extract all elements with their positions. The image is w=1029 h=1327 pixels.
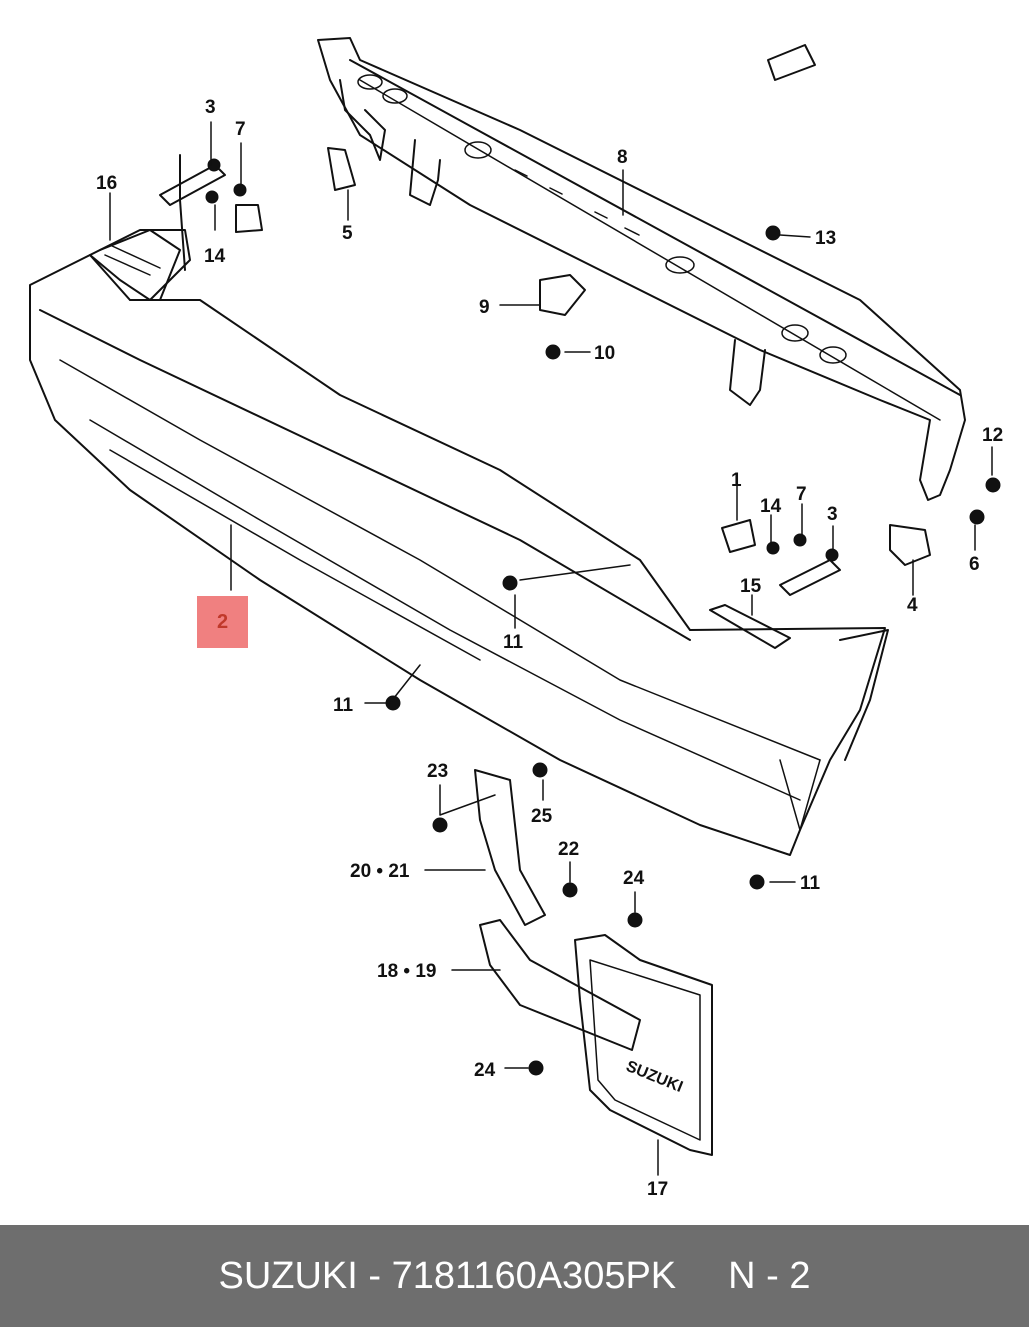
pad-15 — [709, 604, 791, 649]
mud-flap: SUZUKI — [574, 934, 713, 1156]
label-18-19: 18 • 19 — [377, 961, 436, 982]
fastener-top-right — [767, 44, 816, 81]
label-14-right: 14 — [760, 496, 782, 517]
label-15: 15 — [740, 576, 762, 597]
bracket-4 — [889, 524, 931, 566]
label-13: 13 — [815, 228, 836, 249]
bracket-16 — [89, 229, 191, 301]
highlight-box — [197, 596, 248, 648]
label-4: 4 — [907, 595, 918, 616]
footer-part-number: SUZUKI - 7181160A305PK — [218, 1254, 677, 1297]
exploded-parts-diagram: SUZUKI 3 7 16 14 — [29, 37, 1003, 1200]
stay-bracket-right — [721, 519, 841, 596]
label-24-top: 24 — [623, 868, 645, 889]
label-7-top: 7 — [235, 119, 246, 140]
label-11-right: 11 — [800, 873, 821, 894]
mud-guard-stay — [474, 769, 641, 1051]
label-24-bottom: 24 — [474, 1060, 496, 1081]
label-25: 25 — [531, 806, 553, 827]
label-17: 17 — [647, 1179, 668, 1200]
stay-bracket-left — [159, 154, 263, 271]
label-9: 9 — [479, 297, 490, 318]
label-5: 5 — [342, 223, 353, 244]
label-22: 22 — [558, 839, 579, 860]
footer-page: N - 2 — [728, 1254, 811, 1297]
clip-5 — [327, 147, 356, 191]
label-10: 10 — [594, 343, 615, 364]
label-11-center: 11 — [503, 632, 524, 653]
leader-lines — [109, 121, 993, 1176]
label-3-top: 3 — [205, 97, 216, 118]
label-1: 1 — [731, 470, 742, 491]
highlighted-part-label: 2 — [216, 610, 229, 633]
label-7-right: 7 — [796, 484, 807, 505]
reinforcement-bar — [317, 37, 966, 501]
clip-9 — [539, 274, 586, 316]
footer-bar: SUZUKI - 7181160A305PK N - 2 — [0, 1225, 1029, 1327]
label-23: 23 — [427, 761, 448, 782]
fasteners — [385, 225, 1001, 1076]
label-6: 6 — [969, 554, 980, 575]
part-labels: 3 7 16 14 5 8 13 9 10 12 1 14 7 3 6 4 15… — [96, 97, 1003, 1200]
label-12: 12 — [982, 425, 1003, 446]
label-16: 16 — [96, 173, 117, 194]
mudflap-brand-text: SUZUKI — [624, 1058, 686, 1096]
rear-bumper-cover — [29, 229, 889, 856]
label-14-top: 14 — [204, 246, 226, 267]
label-11-left: 11 — [333, 695, 354, 716]
label-3-right: 3 — [827, 504, 838, 525]
label-20-21: 20 • 21 — [350, 861, 410, 882]
label-8: 8 — [617, 147, 628, 168]
